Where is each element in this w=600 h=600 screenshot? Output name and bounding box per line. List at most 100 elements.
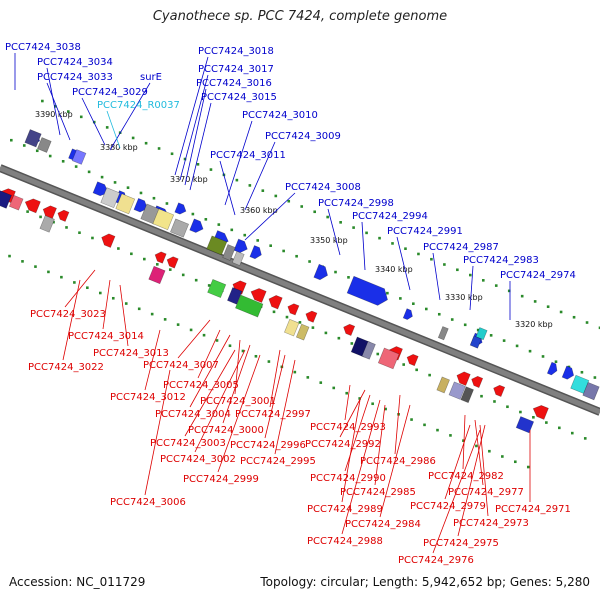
tick-dot xyxy=(533,300,537,303)
reverse-gene-box-shape xyxy=(295,323,310,341)
tick-dot xyxy=(163,318,167,321)
reverse-gene-label: PCC7424_2992 xyxy=(305,439,381,450)
forward-label-leader xyxy=(244,192,296,241)
tick-dot xyxy=(526,465,530,469)
tick-dot xyxy=(100,175,104,179)
reverse-gene-label: PCC7424_2988 xyxy=(307,536,383,547)
forward-gene-box xyxy=(100,187,121,209)
kbp-tick-label: 3350 kbp xyxy=(310,236,348,245)
tick-dot xyxy=(493,400,496,403)
forward-label-leader xyxy=(184,88,207,186)
reverse-gene-label: PCC7424_3005 xyxy=(163,380,239,391)
forward-gene-box xyxy=(222,244,236,261)
tick-dot xyxy=(402,363,405,366)
reverse-gene-arrow-shape xyxy=(471,375,484,389)
reverse-gene-arrow-shape xyxy=(287,303,300,316)
reverse-gene-arrow-shape xyxy=(57,209,70,222)
tick-dot xyxy=(528,349,532,353)
reverse-label-leader xyxy=(62,279,81,361)
tick-dot xyxy=(428,373,431,377)
forward-gene-arrow xyxy=(133,198,148,213)
reverse-gene-label: PCC7424_2996 xyxy=(230,440,306,451)
forward-gene-label: PCC7424_3033 xyxy=(37,72,113,83)
tick-dot xyxy=(365,231,368,235)
reverse-label-leader xyxy=(457,424,486,537)
tick-dot xyxy=(546,305,550,309)
forward-gene-arrow-shape xyxy=(189,218,204,233)
forward-gene-arrow-shape xyxy=(174,202,187,215)
tick-dot xyxy=(91,236,94,240)
reverse-gene-box-shape xyxy=(148,265,166,285)
forward-gene-box xyxy=(475,327,488,341)
reverse-gene-label: PCC7424_2985 xyxy=(340,487,416,498)
reverse-gene-label: PCC7424_3006 xyxy=(110,497,186,508)
forward-gene-label: PCC7424_3034 xyxy=(37,57,113,68)
tick-dot xyxy=(230,228,234,232)
forward-gene-box-shape xyxy=(24,129,42,148)
tick-dot xyxy=(269,244,272,247)
tick-dot xyxy=(449,434,452,437)
tick-dot xyxy=(350,342,354,345)
tick-dot xyxy=(79,115,83,119)
kbp-tick-label: 3370 kbp xyxy=(170,175,208,184)
forward-gene-arrow xyxy=(174,202,187,215)
forward-gene-arrow-shape xyxy=(346,275,388,306)
reverse-gene-box xyxy=(235,294,264,318)
reverse-gene-label: PCC7424_3002 xyxy=(160,454,236,465)
tick-dot xyxy=(334,270,337,274)
tick-dot xyxy=(554,360,558,364)
reverse-label-leader xyxy=(144,329,161,391)
forward-label-leader xyxy=(396,236,411,291)
forward-gene-label: PCC7424_2983 xyxy=(463,255,539,266)
tick-dot xyxy=(494,284,498,287)
tick-dot xyxy=(324,331,328,335)
tick-dot xyxy=(507,289,511,293)
reverse-gene-box-shape xyxy=(284,318,300,337)
tick-dot xyxy=(54,104,57,108)
forward-gene-box xyxy=(437,326,449,341)
tick-dot xyxy=(345,391,349,395)
tick-dot xyxy=(157,147,161,150)
reverse-gene-box-shape xyxy=(0,188,12,209)
tick-dot xyxy=(272,310,276,314)
reverse-gene-arrow-shape xyxy=(406,354,419,367)
tick-dot xyxy=(228,344,232,348)
forward-gene-label: PCC7424_3015 xyxy=(201,92,277,103)
tick-dot xyxy=(501,455,504,458)
forward-gene-label: surE xyxy=(140,72,162,83)
reverse-label-leader xyxy=(344,384,351,421)
forward-gene-box xyxy=(582,381,600,401)
reverse-gene-box xyxy=(0,188,12,209)
forward-gene-label: PCC7424_3010 xyxy=(242,110,318,121)
tick-dot xyxy=(241,349,245,353)
reverse-gene-box-shape xyxy=(377,347,400,370)
forward-gene-box-shape xyxy=(475,327,488,341)
reverse-gene-arrow-shape xyxy=(493,384,506,397)
reverse-gene-box xyxy=(460,386,474,404)
forward-gene-arrow xyxy=(546,361,558,376)
reverse-gene-label: PCC7424_2989 xyxy=(307,504,383,515)
tick-dot xyxy=(558,426,561,430)
tick-dot xyxy=(34,265,37,268)
forward-gene-arrow xyxy=(189,218,204,233)
tick-dot xyxy=(339,221,342,224)
tick-dot xyxy=(113,181,117,184)
tick-dot xyxy=(337,336,341,340)
forward-gene-arrow xyxy=(346,275,388,306)
reverse-gene-label: PCC7424_2971 xyxy=(495,504,571,515)
tick-dot xyxy=(144,141,148,145)
forward-label-leader xyxy=(224,120,253,206)
tick-dot xyxy=(21,260,24,263)
tick-dot xyxy=(181,273,185,277)
tick-dot xyxy=(371,402,374,406)
tick-dot xyxy=(254,354,258,358)
forward-gene-label: PCC7424_R0037 xyxy=(97,100,180,111)
tick-dot xyxy=(131,136,135,140)
reverse-gene-label: PCC7424_2997 xyxy=(235,409,311,420)
tick-dot xyxy=(476,328,480,332)
forward-gene-box xyxy=(24,129,42,148)
reverse-gene-box xyxy=(8,194,24,211)
tick-dot xyxy=(274,194,278,198)
reverse-gene-box-shape xyxy=(460,386,474,404)
